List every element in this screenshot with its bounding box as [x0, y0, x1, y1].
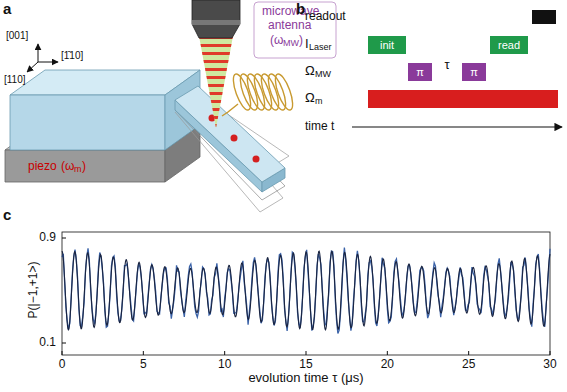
antenna-label: ) [299, 34, 303, 47]
laser-pulse: init [368, 36, 406, 54]
tick-label: 30 [543, 358, 556, 371]
channel-label: Ω [305, 64, 315, 78]
piezo-label: piezo [28, 160, 57, 173]
x-tick [62, 351, 63, 355]
pulse-label: read [498, 39, 520, 51]
channel-label: I [305, 37, 309, 51]
beam-stripe [196, 76, 236, 79]
axis-label: [1̄10] [61, 50, 83, 61]
beam-stripe [196, 44, 236, 47]
pulse-label: π [416, 66, 424, 78]
beam-stripe [196, 92, 236, 95]
beam-stripe [196, 124, 236, 127]
antenna-coil [272, 72, 296, 112]
antenna-label: (ω [270, 34, 283, 47]
axis-label: [110] [4, 74, 26, 85]
beam-stripe [196, 68, 236, 71]
tick-label: 5 [140, 358, 147, 371]
objective-ring [192, 20, 240, 25]
y-tick [62, 343, 66, 344]
mechanical-drive [368, 90, 558, 108]
time-axis [352, 126, 562, 127]
x-tick [224, 351, 225, 355]
objective [192, 0, 240, 38]
beam-stripe [196, 84, 236, 87]
pulse-label: π [470, 66, 478, 78]
panel-letter: c [3, 207, 11, 224]
fit-curve [62, 251, 550, 330]
axis-arrow [27, 62, 38, 72]
laser-pulse: read [490, 36, 528, 54]
axis-title: time t [305, 120, 334, 133]
tick-label: 0.9 [39, 231, 56, 244]
axis-title: evolution time τ (μs) [248, 371, 363, 385]
readout-pulse [532, 10, 556, 24]
piezo-front [5, 150, 165, 182]
x-tick [550, 351, 551, 355]
beam-stripe [196, 52, 236, 55]
axis-label: [001] [6, 30, 28, 41]
cantilever-top [175, 86, 285, 182]
panel-letter: b [296, 1, 305, 18]
beam-stripe [196, 60, 236, 63]
antenna-lead [222, 104, 238, 116]
y-tick [62, 238, 66, 239]
nv-center [231, 135, 238, 142]
x-tick [387, 351, 388, 355]
plot-frame [62, 232, 550, 355]
laser-beam [199, 36, 233, 128]
piezo-label: (ω [61, 160, 74, 173]
tick-label: 15 [299, 358, 312, 371]
antenna-label: antenna [268, 19, 311, 32]
axis-arrow [38, 44, 39, 62]
piezo-label: ) [82, 160, 86, 173]
pulse-label: init [380, 39, 394, 51]
tick-label: 10 [218, 358, 231, 371]
subscript: Laser [309, 43, 332, 53]
panel-letter: a [3, 1, 11, 18]
tick-label: 25 [462, 358, 475, 371]
tick-label: 20 [381, 358, 394, 371]
tick-label: 0 [59, 358, 66, 371]
axis-arrow [38, 62, 58, 63]
beam-stripe [196, 116, 236, 119]
channel-label: readout [305, 10, 346, 23]
x-tick [306, 351, 307, 355]
x-tick [468, 351, 469, 355]
beam-stripe [196, 100, 236, 103]
axis-title: P(|−1,+1>) [27, 262, 40, 319]
subscript: MW [315, 70, 331, 80]
pi-pulse: π [462, 63, 486, 81]
data-trace [62, 248, 550, 334]
subscript: m [315, 97, 323, 107]
subscript: MW [283, 39, 299, 49]
block-front [10, 95, 165, 150]
x-tick [143, 351, 144, 355]
pi-pulse: π [408, 63, 432, 81]
delay-label: τ [444, 58, 449, 72]
tick-label: 0.1 [39, 336, 56, 349]
channel-label: Ω [305, 91, 315, 105]
nv-center [253, 156, 260, 163]
subscript: m [74, 165, 82, 175]
